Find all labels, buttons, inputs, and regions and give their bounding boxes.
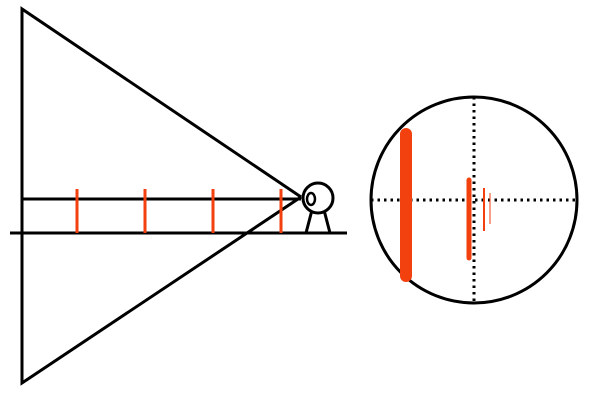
eye-pupil <box>305 191 317 207</box>
eyepiece-view <box>369 95 579 305</box>
side-view <box>10 6 347 386</box>
eyepiece-poles <box>400 128 491 282</box>
view-cone-outline <box>20 6 302 386</box>
side-poles <box>75 189 283 233</box>
eye-icon <box>301 181 335 235</box>
eye-stand <box>304 209 332 235</box>
